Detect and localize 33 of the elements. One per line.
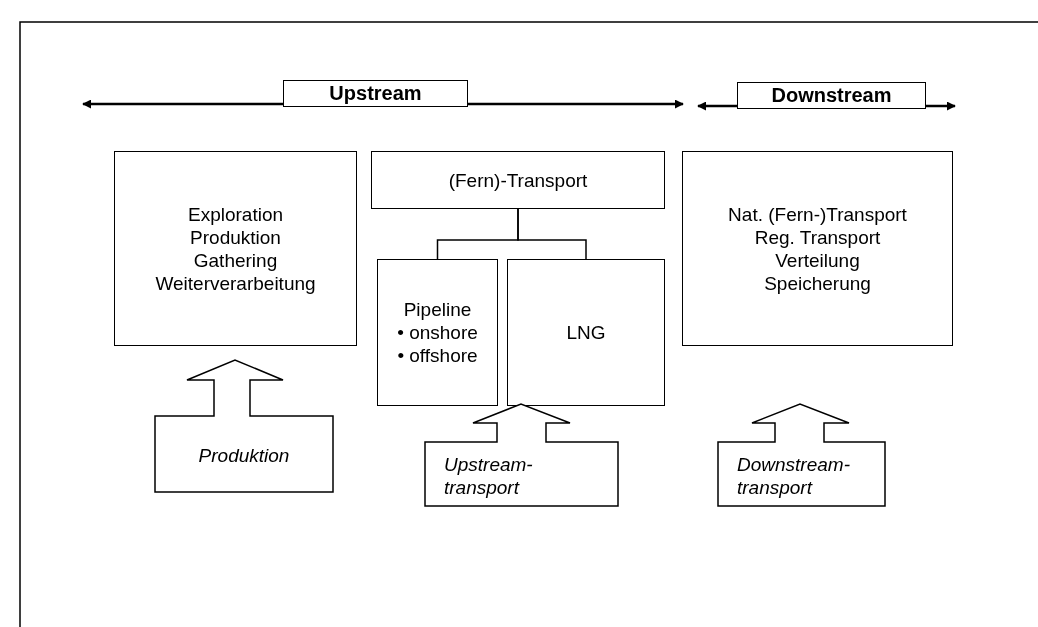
arrow [468,99,684,109]
callout-text: Produktion [198,444,290,467]
callout-arrow-box [154,359,334,493]
box-text: Gathering [193,248,278,272]
arrow [697,101,737,111]
box-text: Pipeline [403,298,472,321]
box-text: Reg. Transport [754,225,881,249]
arrow [926,101,956,111]
callout-text: Downstream-transport [737,453,851,499]
process-box [377,259,498,406]
process-box [371,151,665,209]
callout-arrow-box [424,403,619,507]
box-text: (Fern)-Transport [448,168,588,192]
section-heading: Downstream [771,84,892,107]
connector-line [517,208,587,260]
box-text: Weiterverarbeitung [155,271,316,295]
box-text: • offshore [397,344,478,367]
label-box [737,82,926,109]
callout-text: Upstream-transport [444,453,534,499]
box-text: Produktion [190,225,281,249]
box-text: Speicherung [764,271,871,295]
box-text: LNG [566,321,606,344]
process-box [507,259,665,406]
box-text: Exploration [187,202,284,226]
box-text: • onshore [397,321,478,344]
callout-arrow-box [717,403,886,507]
process-box [682,151,953,346]
box-text: Verteilung [775,248,860,272]
label-box [283,80,468,107]
arrow [82,99,283,109]
box-text: Nat. (Fern-)Transport [728,202,907,226]
process-box [114,151,357,346]
section-heading: Upstream [329,82,422,105]
